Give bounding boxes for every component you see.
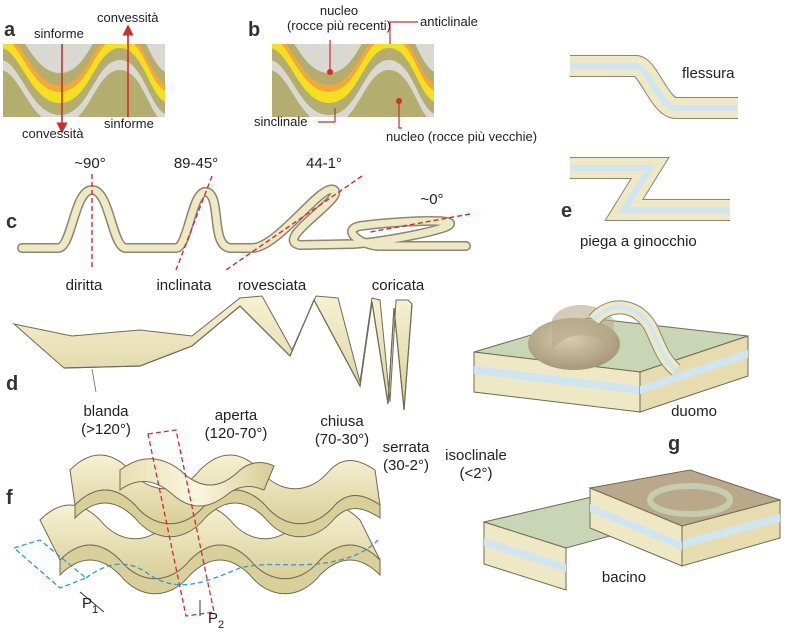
interlimb-open: aperta — [215, 407, 258, 424]
label-core-young-2: (rocce più recenti) — [287, 18, 391, 33]
type-upright: diritta — [66, 277, 103, 294]
label-anticline: anticlinale — [420, 14, 478, 29]
label-convexity-top: convessità — [97, 10, 159, 25]
label-convexity-bottom: convessità — [22, 126, 84, 141]
interlimb-isoclinal: isoclinale — [445, 447, 507, 464]
label-flexure: flessura — [682, 65, 735, 82]
label-p1: P1 — [82, 595, 98, 616]
interlimb-open-range: (120-70°) — [205, 425, 268, 442]
kink-bed — [570, 157, 730, 221]
label-synform-top: sinforme — [34, 26, 84, 41]
panel-c-letter: c — [6, 211, 17, 233]
label-core-old: nucleo (rocce più vecchie) — [386, 129, 537, 144]
type-recumbent: coricata — [372, 277, 425, 294]
interlimb-isoclinal-range: (<2°) — [459, 465, 492, 482]
panel-a: a sinforme convessità convessità sinform… — [3, 10, 165, 141]
interlimb-close: chiusa — [320, 413, 364, 430]
panel-g: g duomo bacino — [473, 300, 782, 591]
label-dome: duomo — [671, 403, 717, 420]
panel-b: b nucleo (rocce più recenti) anticlinale… — [248, 3, 537, 144]
type-inclined: inclinata — [156, 277, 212, 294]
panel-d-letter: d — [6, 373, 18, 395]
interlimb-open-gentle: blanda — [83, 403, 129, 420]
flexure-bed — [570, 55, 738, 119]
dome-block — [473, 300, 749, 413]
label-p2: P2 — [208, 610, 224, 631]
plane-p2 — [147, 429, 215, 617]
panel-f: f P1 P2 — [6, 429, 381, 631]
interlimb-tight-range: (30-2°) — [383, 457, 429, 474]
panel-b-layers — [272, 44, 434, 117]
basin-block — [482, 469, 782, 591]
panel-e: e flessura piega a ginocchio — [561, 55, 738, 250]
angle-overturned: 44-1° — [306, 155, 342, 172]
type-overturned: rovesciata — [238, 277, 307, 294]
angle-recumbent: ~0° — [420, 191, 443, 208]
folded-sheet-3d — [12, 295, 413, 411]
anticline-leader — [389, 21, 418, 44]
panel-g-letter: g — [668, 433, 680, 455]
panel-a-layers — [3, 44, 165, 117]
label-core-young-1: nucleo — [320, 3, 358, 18]
label-synform-bottom: sinforme — [104, 116, 154, 131]
label-syncline: sinclinale — [254, 114, 307, 129]
angle-upright: ~90° — [74, 155, 105, 172]
angle-inclined: 89-45° — [174, 155, 218, 172]
panel-b-letter: b — [248, 19, 260, 41]
panel-f-letter: f — [6, 487, 13, 509]
interlimb-open-gentle-range: (>120°) — [81, 421, 131, 438]
label-basin: bacino — [602, 569, 646, 586]
interlimb-tight: serrata — [383, 439, 430, 456]
plane-p1 — [12, 539, 88, 589]
panel-c: c ~90° 89-45° 44-1° ~0° diritta inclinat… — [6, 155, 471, 294]
panel-e-letter: e — [561, 200, 572, 222]
panel-a-letter: a — [4, 19, 16, 41]
interlimb-close-range: (70-30°) — [315, 431, 369, 448]
panel-d: d blanda (>120°) aperta (120-70°) chiusa… — [6, 295, 507, 482]
label-kink-fold: piega a ginocchio — [580, 233, 697, 250]
syncline-leader — [318, 108, 336, 123]
